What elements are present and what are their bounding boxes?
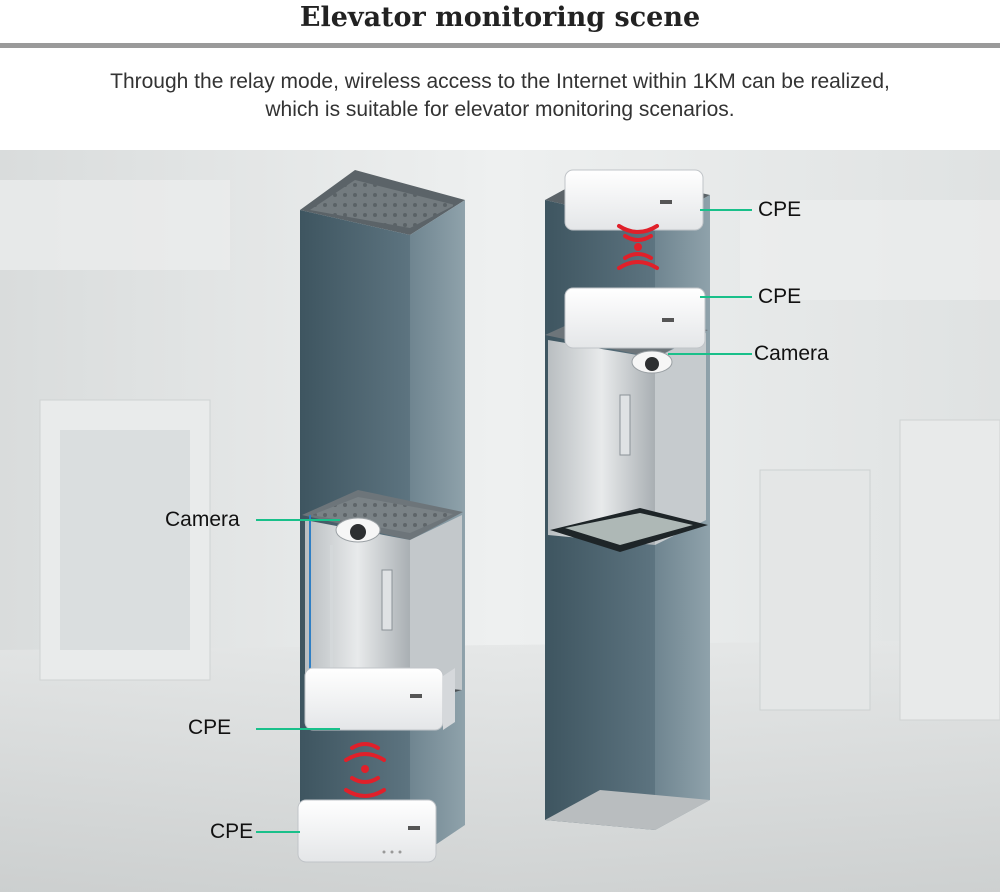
label-right-camera: Camera bbox=[754, 342, 829, 365]
label-right-cpe-mid: CPE bbox=[758, 285, 802, 308]
elevator-scene-illustration bbox=[0, 150, 1000, 892]
subtitle-line-2: which is suitable for elevator monitorin… bbox=[265, 98, 735, 121]
subtitle: Through the relay mode, wireless access … bbox=[0, 68, 1000, 124]
label-left-camera: Camera bbox=[165, 508, 240, 531]
title-divider bbox=[0, 43, 1000, 48]
label-right-cpe-top: CPE bbox=[758, 198, 802, 221]
label-left-cpe-upper: CPE bbox=[188, 716, 232, 739]
page-title: Elevator monitoring scene bbox=[299, 2, 701, 33]
label-left-cpe-lower: CPE bbox=[210, 820, 254, 843]
subtitle-line-1: Through the relay mode, wireless access … bbox=[110, 70, 890, 93]
